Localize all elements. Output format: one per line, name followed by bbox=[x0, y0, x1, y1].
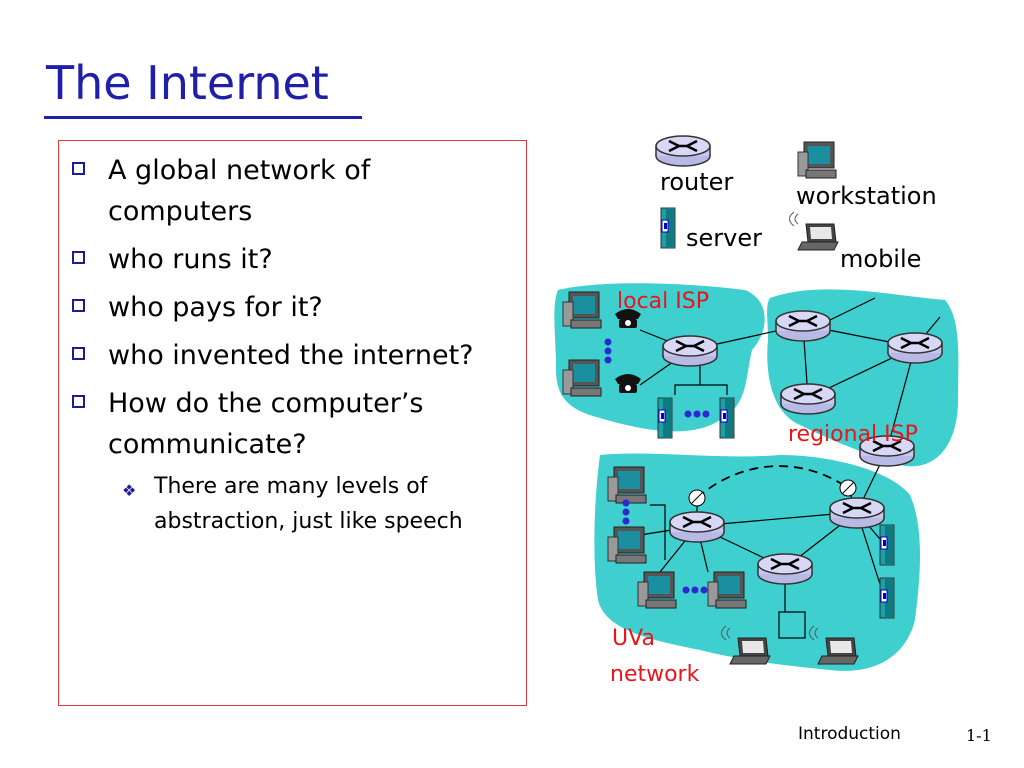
router-icon bbox=[828, 496, 886, 530]
bullet-item: How do the computer’s communicate? ❖ Ther… bbox=[70, 383, 520, 539]
legend-router-label: router bbox=[660, 168, 733, 196]
mobile-legend-icon bbox=[789, 211, 839, 251]
diamond-bullet-icon: ❖ bbox=[122, 481, 137, 500]
bullet-item: who runs it? bbox=[70, 239, 520, 280]
local-isp-region bbox=[554, 283, 765, 432]
router-icon bbox=[774, 309, 832, 343]
workstation-icon bbox=[562, 359, 602, 397]
satellite-dish-icon bbox=[839, 479, 857, 497]
bullet-text: who invented the internet? bbox=[108, 340, 474, 371]
server-icon bbox=[879, 577, 895, 619]
server-legend-icon bbox=[660, 207, 676, 249]
workstation-icon bbox=[637, 571, 677, 609]
slide-title: The Internet bbox=[46, 56, 329, 110]
bullet-item: A global network of computers bbox=[70, 150, 520, 232]
router-icon bbox=[886, 331, 944, 365]
uva-label-line2: network bbox=[610, 662, 700, 687]
server-icon bbox=[657, 397, 673, 439]
workstation-icon bbox=[562, 291, 602, 329]
workstation-icon bbox=[607, 466, 647, 504]
uva-label-line1: UVa bbox=[612, 626, 655, 651]
footer-page-number: 1-1 bbox=[966, 726, 992, 745]
satellite-link bbox=[696, 465, 849, 499]
router-icon bbox=[756, 552, 814, 586]
bullet-item: who pays for it? bbox=[70, 287, 520, 328]
square-bullet-icon bbox=[72, 251, 85, 264]
square-bullet-icon bbox=[72, 347, 85, 360]
title-underline bbox=[44, 116, 362, 119]
bullet-text: who pays for it? bbox=[108, 292, 323, 323]
bullet-text: A global network of computers bbox=[108, 155, 371, 227]
bullet-text: who runs it? bbox=[108, 244, 273, 275]
router-icon bbox=[668, 510, 726, 544]
ellipsis-dots-icon bbox=[604, 338, 710, 594]
router-legend-icon bbox=[654, 134, 712, 168]
sub-bullet-list: ❖ There are many levels of abstraction, j… bbox=[108, 469, 520, 539]
sub-bullet-item: ❖ There are many levels of abstraction, j… bbox=[108, 469, 520, 539]
server-icon bbox=[879, 524, 895, 566]
square-bullet-icon bbox=[72, 395, 85, 408]
workstation-icon bbox=[607, 526, 647, 564]
legend-mobile-label: mobile bbox=[840, 245, 921, 273]
workstation-legend-icon bbox=[797, 141, 837, 179]
legend-server-label: server bbox=[686, 224, 762, 252]
local-isp-label: local ISP bbox=[617, 289, 709, 314]
footer-section: Introduction bbox=[798, 724, 901, 744]
workstation-icon bbox=[707, 571, 747, 609]
satellite-dish-icon bbox=[688, 489, 706, 507]
bullet-list: A global network of computers who runs i… bbox=[70, 150, 520, 546]
server-icon bbox=[719, 397, 735, 439]
bullet-text: How do the computer’s communicate? bbox=[108, 388, 424, 460]
bullet-panel bbox=[58, 140, 527, 706]
sub-bullet-text: There are many levels of abstraction, ju… bbox=[154, 474, 463, 534]
router-icon bbox=[779, 382, 837, 416]
regional-isp-label: regional ISP bbox=[788, 422, 918, 447]
router-icon bbox=[661, 334, 719, 368]
square-bullet-icon bbox=[72, 162, 85, 175]
square-bullet-icon bbox=[72, 299, 85, 312]
bullet-item: who invented the internet? bbox=[70, 335, 520, 376]
legend-workstation-label: workstation bbox=[796, 182, 937, 210]
internet-diagram: router workstation server mobile local I… bbox=[554, 134, 959, 687]
